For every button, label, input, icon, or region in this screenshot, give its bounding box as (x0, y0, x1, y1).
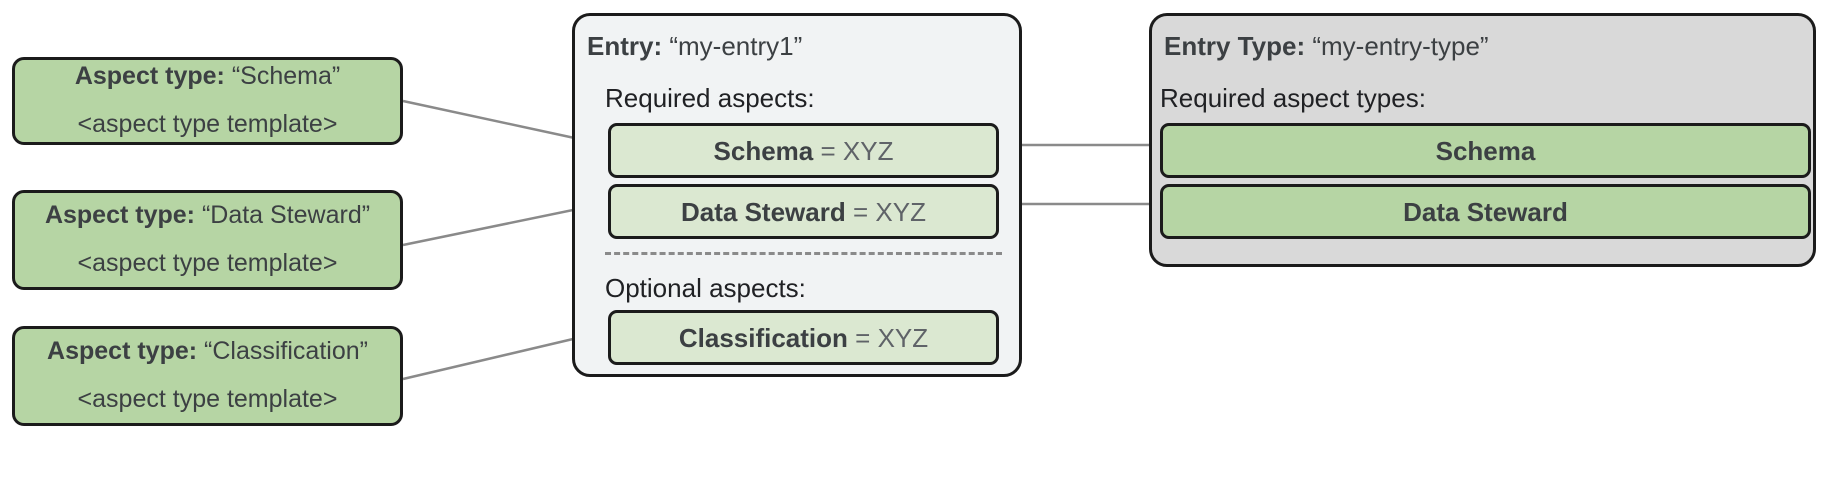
entry-required-aspect-data-steward-text: Data Steward = XYZ (681, 197, 926, 227)
aspect-type-name: “Data Steward” (201, 201, 371, 229)
aspect-type-card-data-steward-template: <aspect type template> (77, 249, 338, 277)
entry-type-title-name: “my-entry-type” (1312, 31, 1489, 61)
entry-type-required-heading: Required aspect types: (1160, 83, 1426, 113)
entry-optional-aspect-classification-text: Classification = XYZ (679, 323, 928, 353)
entry-required-aspect-data-steward[interactable]: Data Steward = XYZ (608, 184, 999, 239)
entry-panel[interactable]: Entry: “my-entry1” Required aspects: Sch… (572, 13, 1022, 377)
entry-panel-title: Entry: “my-entry1” (587, 31, 802, 61)
entry-required-aspect-schema-text: Schema = XYZ (714, 136, 894, 166)
entry-optional-aspect-classification[interactable]: Classification = XYZ (608, 310, 999, 365)
aspect-type-prefix: Aspect type: (44, 201, 195, 229)
entry-required-optional-separator (605, 252, 1002, 255)
aspect-name: Schema (713, 135, 814, 166)
entry-type-required-aspect-type-data-steward[interactable]: Data Steward (1160, 184, 1811, 239)
entry-title-prefix: Entry: (587, 31, 663, 61)
entry-required-aspect-schema[interactable]: Schema = XYZ (608, 123, 999, 178)
entry-type-title-prefix: Entry Type: (1164, 31, 1306, 61)
aspect-type-prefix: Aspect type: (74, 62, 225, 90)
entry-optional-heading: Optional aspects: (605, 273, 806, 303)
aspect-type-card-schema[interactable]: Aspect type: “Schema” <aspect type templ… (12, 57, 403, 145)
aspect-value: = XYZ (855, 322, 929, 353)
aspect-type-name: Data Steward (1403, 196, 1568, 227)
aspect-type-card-schema-template: <aspect type template> (77, 110, 338, 138)
aspect-value: = XYZ (820, 135, 894, 166)
aspect-name: Classification (678, 322, 848, 353)
entry-type-required-aspect-type-data-steward-text: Data Steward (1403, 197, 1568, 227)
entry-type-required-aspect-type-schema[interactable]: Schema (1160, 123, 1811, 178)
aspect-type-card-classification[interactable]: Aspect type: “Classification” <aspect ty… (12, 326, 403, 426)
entry-required-heading: Required aspects: (605, 83, 815, 113)
aspect-type-card-data-steward-label: Aspect type: “Data Steward” (45, 200, 370, 230)
aspect-type-card-classification-template: <aspect type template> (77, 385, 338, 413)
aspect-type-name: “Classification” (204, 337, 368, 365)
aspect-name: Data Steward (681, 196, 846, 227)
aspect-type-prefix: Aspect type: (47, 337, 198, 365)
entry-type-required-aspect-type-schema-text: Schema (1436, 136, 1536, 166)
aspect-value: = XYZ (852, 196, 926, 227)
aspect-type-name: “Schema” (231, 62, 341, 90)
entry-type-panel-title: Entry Type: “my-entry-type” (1164, 31, 1489, 61)
entry-title-name: “my-entry1” (669, 31, 803, 61)
aspect-type-card-classification-label: Aspect type: “Classification” (47, 336, 368, 366)
aspect-type-name: Schema (1435, 135, 1536, 166)
aspect-type-card-data-steward[interactable]: Aspect type: “Data Steward” <aspect type… (12, 190, 403, 290)
entry-type-panel[interactable]: Entry Type: “my-entry-type” Required asp… (1149, 13, 1816, 267)
aspect-type-card-schema-label: Aspect type: “Schema” (75, 61, 340, 91)
